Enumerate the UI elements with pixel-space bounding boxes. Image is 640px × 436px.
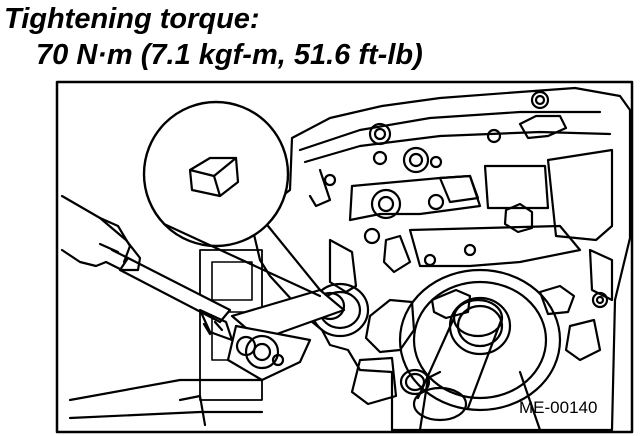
engine-block [68, 86, 632, 432]
technician-hand [60, 194, 142, 272]
detail-callout [142, 100, 322, 298]
crank-pulley [398, 268, 562, 432]
ratchet-wrench [118, 256, 346, 382]
bolt-heads [323, 90, 609, 309]
torque-heading: Tightening torque: [4, 3, 260, 35]
torque-value: 70 N·m (7.1 kgf-m, 51.6 ft-lb) [36, 39, 423, 71]
figure-frame [55, 80, 634, 434]
special-tool-tube [399, 298, 504, 422]
figure-code: ME-00140 [519, 398, 598, 417]
